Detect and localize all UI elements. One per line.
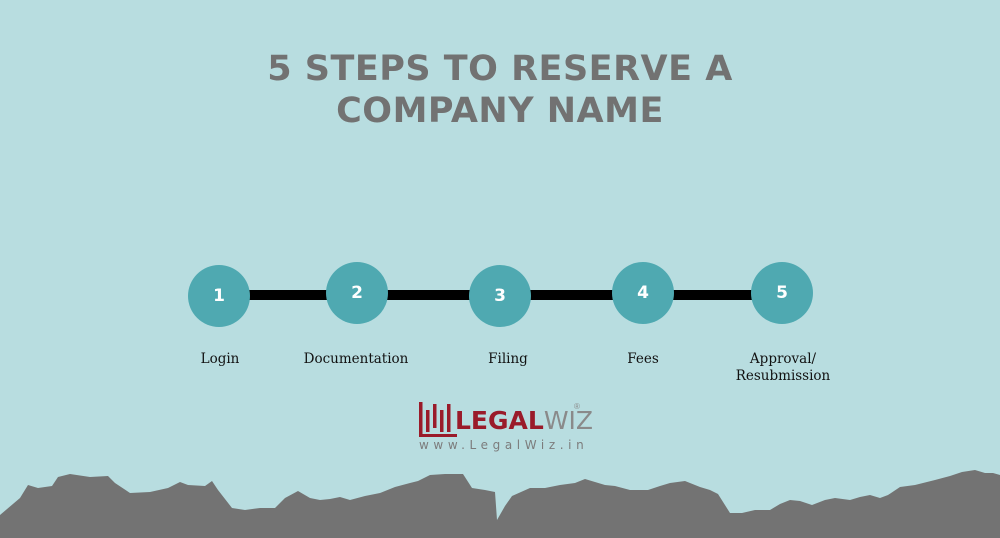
registered-mark: ® [574, 402, 580, 411]
step-3-circle: 3 [469, 265, 531, 327]
step-1-circle: 1 [188, 265, 250, 327]
step-1-label: Login [200, 351, 240, 367]
step-2-label: Documentation [303, 351, 409, 367]
step-5-circle: 5 [751, 262, 813, 324]
step-2-number: 2 [351, 283, 363, 303]
step-5-number: 5 [776, 283, 788, 303]
bar-chart-logo-icon [419, 402, 457, 437]
title-line-1: 5 STEPS TO RESERVE A [267, 49, 733, 89]
mountain-silhouette [0, 470, 1000, 538]
legalwiz-logo: LEGALWIZ ® www.LegalWiz.in [417, 398, 593, 458]
brand-secondary: WIZ [543, 406, 594, 435]
step-4-number: 4 [637, 283, 649, 303]
website-url: www.LegalWiz.in [419, 438, 589, 452]
step-3-label: Filing [488, 351, 528, 367]
step-4-circle: 4 [612, 262, 674, 324]
step-3-number: 3 [494, 286, 506, 306]
step-2-circle: 2 [326, 262, 388, 324]
step-5-label-line-2: Resubmission [735, 368, 831, 384]
brand-name: LEGALWIZ [455, 404, 593, 437]
step-5-label-line-1: Approval/ [749, 351, 817, 367]
page-title: 5 STEPS TO RESERVE A COMPANY NAME [0, 48, 1000, 132]
step-5-label: Approval/ Resubmission [703, 351, 863, 385]
step-1-number: 1 [213, 286, 225, 306]
title-line-2: COMPANY NAME [336, 91, 664, 131]
step-4-label: Fees [627, 351, 659, 367]
brand-primary: LEGAL [455, 406, 544, 435]
